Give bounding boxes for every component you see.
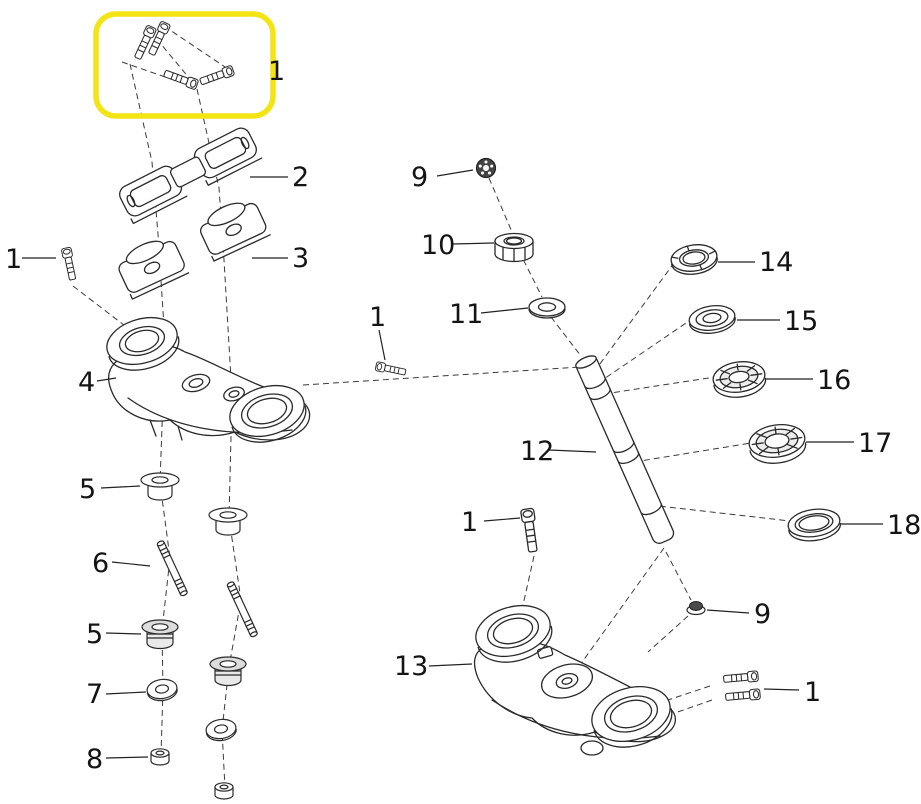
bushing-icon[interactable] <box>208 507 248 536</box>
callout-part-11[interactable]: 11 <box>449 299 483 330</box>
flat-washers[interactable] <box>145 676 239 744</box>
callout-part-1-left[interactable]: 1 <box>5 244 22 275</box>
bolt-icon[interactable] <box>722 670 759 685</box>
callout-part-13[interactable]: 13 <box>394 651 428 682</box>
washer-icon[interactable] <box>145 676 180 704</box>
callout-part-1-bottom[interactable]: 1 <box>804 677 821 708</box>
callout-part-9-bottom[interactable]: 9 <box>754 599 771 630</box>
callout-labels: 1 2 3 1 4 1 5 6 5 7 8 9 10 11 12 13 14 1… <box>5 56 921 775</box>
callout-part-5-upper[interactable]: 5 <box>79 474 96 505</box>
callout-part-14[interactable]: 14 <box>759 247 793 278</box>
bolt-icon[interactable] <box>60 246 78 282</box>
stem-cap[interactable] <box>686 601 706 616</box>
callout-leader-lines <box>22 169 883 759</box>
callout-part-18[interactable]: 18 <box>887 510 921 541</box>
hex-nuts[interactable] <box>150 748 234 800</box>
callout-part-9-top[interactable]: 9 <box>411 162 428 193</box>
callout-part-1-mid[interactable]: 1 <box>369 302 386 333</box>
washer-icon[interactable] <box>204 716 239 744</box>
lower-bushings[interactable] <box>141 619 247 687</box>
bolt-icon[interactable] <box>519 507 541 554</box>
stem-washer[interactable] <box>528 297 566 319</box>
selection-highlight <box>93 11 276 119</box>
upper-bearing[interactable] <box>711 359 767 401</box>
lower-bar-clamp[interactable] <box>113 194 271 300</box>
callout-part-2[interactable]: 2 <box>292 162 309 193</box>
callout-part-5-lower[interactable]: 5 <box>86 619 103 650</box>
callout-part-4[interactable]: 4 <box>78 367 95 398</box>
stud-icon[interactable] <box>225 580 259 639</box>
bolt-icon[interactable] <box>724 688 761 703</box>
bushing-icon[interactable] <box>140 472 180 501</box>
steering-stem[interactable] <box>574 353 676 545</box>
bolt-set-highlighted[interactable] <box>132 20 236 91</box>
dust-seal-ring[interactable] <box>786 506 842 544</box>
callout-part-15[interactable]: 15 <box>784 306 818 337</box>
lower-triple-clamp[interactable] <box>470 597 678 756</box>
steering-stem-nut[interactable] <box>494 232 534 263</box>
bearing-adjuster-nut[interactable] <box>669 242 719 277</box>
callout-part-3[interactable]: 3 <box>292 243 309 274</box>
bolt-icon[interactable] <box>162 67 200 91</box>
callout-part-1-top[interactable]: 1 <box>268 56 285 87</box>
bolt-icon[interactable] <box>198 64 236 88</box>
upper-bar-clamp[interactable] <box>117 125 263 225</box>
callout-part-16[interactable]: 16 <box>817 365 851 396</box>
stud-icon[interactable] <box>155 539 189 598</box>
callout-part-17[interactable]: 17 <box>858 428 892 459</box>
callout-part-1-stem[interactable]: 1 <box>461 507 478 538</box>
callout-part-12[interactable]: 12 <box>520 436 554 467</box>
lower-bearing[interactable] <box>747 421 808 466</box>
nut-icon[interactable] <box>150 748 170 766</box>
bushing-icon[interactable] <box>209 656 247 687</box>
callout-part-7[interactable]: 7 <box>86 679 103 710</box>
bushing-icon[interactable] <box>141 619 179 650</box>
callout-part-6[interactable]: 6 <box>92 548 109 579</box>
bearing-cover[interactable] <box>688 303 737 336</box>
bolt-icon[interactable] <box>374 361 407 378</box>
nut-icon[interactable] <box>214 782 234 800</box>
clamp-pinch-bolts[interactable] <box>722 670 761 703</box>
callout-part-8[interactable]: 8 <box>86 744 103 775</box>
upper-triple-clamp[interactable] <box>101 310 311 450</box>
upper-bushings[interactable] <box>140 472 248 536</box>
star-lock-washer[interactable] <box>475 157 497 179</box>
callout-part-10[interactable]: 10 <box>421 230 455 261</box>
